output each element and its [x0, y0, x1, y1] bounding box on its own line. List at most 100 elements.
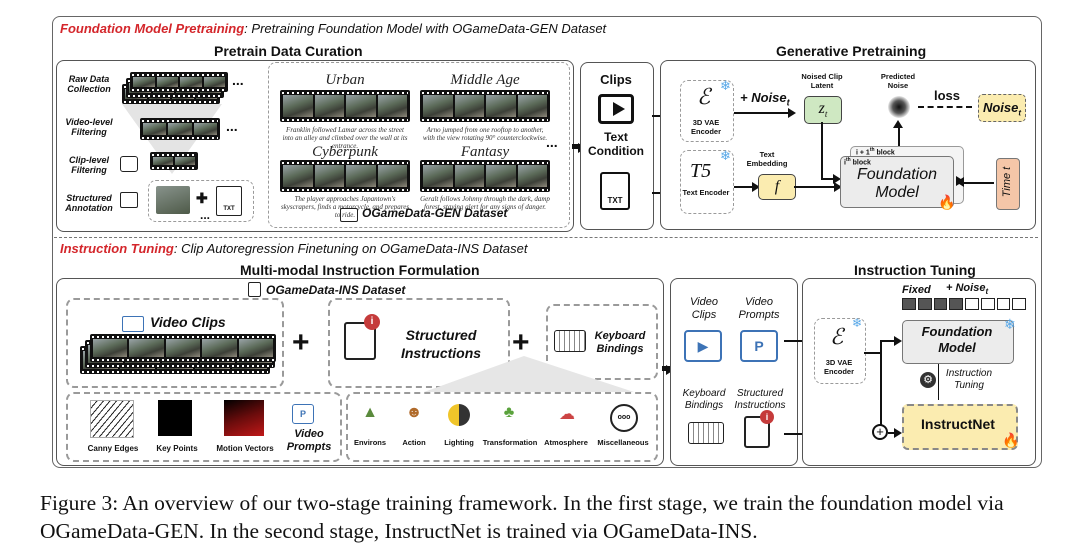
arrow: [734, 108, 796, 118]
stage1-title: Foundation Model Pretraining: Pretrainin…: [60, 21, 607, 36]
formulation-title: Multi-modal Instruction Formulation: [240, 262, 480, 278]
genre-middle-age-caption: Arno jumped from one rooftop to another,…: [422, 126, 548, 142]
clip-filter-icon: [120, 156, 138, 172]
ellipsis: ...: [546, 134, 558, 150]
foundation-model-label: Foundation Model: [856, 166, 938, 201]
video-clips-icon: [122, 316, 144, 332]
keyboard-icon: [554, 330, 586, 352]
loss-dashed-arrow: [918, 106, 972, 108]
info-icon: i: [760, 410, 774, 424]
curation-title: Pretrain Data Curation: [214, 43, 363, 59]
triangle-shade: [424, 356, 634, 392]
vae-symbol: ℰ: [697, 84, 711, 109]
vae-encoder-box: [680, 80, 734, 142]
video-clip-film: [90, 334, 276, 362]
mid-doc-icon: [744, 416, 770, 448]
genre-fantasy-film: [420, 160, 550, 192]
fire-icon: 🔥: [938, 194, 956, 210]
vae-label: 3D VAE Encoder: [690, 118, 721, 136]
raw-data-film: [130, 72, 228, 92]
loop-arrow: [938, 364, 939, 400]
mid-video-prompts: Video Prompts: [738, 296, 780, 321]
arrow: [880, 336, 902, 346]
instruction-types-box: [346, 392, 658, 462]
mid-structured: Structured Instructions: [734, 388, 786, 411]
ins-dataset-name: OGameData-INS Dataset: [266, 283, 406, 297]
genre-fantasy: Fantasy: [460, 144, 510, 160]
type-misc: Miscellaneous: [597, 438, 649, 447]
ellipsis: ...: [226, 118, 238, 134]
misc-icon: ooo: [610, 404, 638, 432]
text-condition-label: Text Condition: [588, 130, 644, 158]
pretrain-title: Generative Pretraining: [776, 43, 927, 59]
type-transformation: Transformation: [482, 438, 538, 447]
step-video-filter: Video-level Filtering: [65, 117, 113, 137]
ellipsis: ...: [232, 72, 244, 88]
dataset-icon: [248, 282, 261, 297]
ins-vae-label: 3D VAE Encoder: [823, 358, 854, 376]
plus-icon: +: [292, 326, 310, 359]
mid-keyboard-icon: [688, 422, 724, 444]
mid-video-icon: ▶: [684, 330, 722, 362]
t5-label: Text Encoder: [682, 188, 730, 197]
type-lighting: Lighting: [444, 438, 474, 447]
stage2-title: Instruction Tuning: Clip Autoregression …: [60, 241, 528, 256]
canny-edges-image: [90, 400, 134, 438]
info-icon: i: [364, 314, 380, 330]
time-label: Time t: [1001, 166, 1013, 198]
arrow: [794, 182, 842, 192]
plus-noise-label: + Noiset: [740, 90, 790, 108]
time-arrow: [964, 182, 994, 184]
video-prompt-icon: P: [292, 404, 314, 424]
type-atmosphere: Atmosphere: [544, 438, 588, 447]
zt-box: zt: [804, 96, 842, 124]
step-clip-filter: Clip-level Filtering: [68, 155, 109, 175]
type-environs: Environs: [353, 438, 387, 447]
ins-vae-symbol: ℰ: [830, 324, 844, 349]
noise-box: Noiset: [978, 94, 1026, 122]
ins-foundation-box: [902, 320, 1014, 364]
video-filter-film: [140, 118, 220, 140]
noised-latent-label: Noised Clip Latent: [801, 72, 843, 90]
transformation-icon: ♣: [503, 404, 515, 421]
video-dataset-icon: [340, 208, 358, 222]
latent-sequence: [902, 298, 1026, 310]
fm-block-i1-label: i + 1th block: [856, 147, 895, 157]
annotation-image: [156, 186, 190, 214]
ellipsis: ...: [200, 208, 211, 222]
up-arrow: [898, 124, 900, 146]
genre-urban-caption: Franklin followed Lamar across the stree…: [282, 126, 408, 150]
txt-icon-label: TXT: [607, 196, 623, 205]
condition-motion: Motion Vectors: [216, 444, 274, 453]
zt-down-line: [821, 122, 823, 178]
fm-block-i-label: ith block: [844, 157, 871, 167]
motion-vectors-image: [224, 400, 264, 436]
plus-icon: ✚: [196, 190, 208, 206]
figure-caption: Figure 3: An overview of our two-stage t…: [40, 491, 1004, 543]
t5-symbol: T5: [690, 160, 712, 182]
genre-urban: Urban: [325, 72, 365, 88]
genre-middle-age: Middle Age: [450, 72, 520, 88]
mid-prompt-icon: P: [740, 330, 778, 362]
play-icon: [598, 94, 634, 124]
t5-encoder-box: [680, 150, 734, 214]
instructnet-box: [902, 404, 1018, 450]
atmosphere-icon: ☁: [559, 406, 575, 423]
annotation-icon: [120, 192, 138, 208]
action-icon: ☻: [405, 404, 423, 421]
stage-divider: [54, 237, 1038, 238]
time-box: [996, 158, 1020, 210]
step-raw-data: Raw Data Collection: [67, 74, 111, 94]
gen-dataset-name: OGameData-GEN Dataset: [362, 206, 508, 220]
instruction-tuning-label: Instruction Tuning: [945, 368, 993, 391]
video-clips-label: Video Clips: [150, 314, 226, 330]
key-points-image: [158, 400, 192, 436]
snowflake-icon: ❄: [720, 78, 731, 93]
genre-cyberpunk-film: [280, 160, 410, 192]
genre-middle-age-film: [420, 90, 550, 122]
instructions-doc-icon: [344, 322, 376, 360]
txt-icon: TXT: [600, 172, 630, 210]
clips-label: Clips: [600, 72, 632, 87]
gear-icon: ⚙: [920, 372, 936, 388]
vae-to-fm-line: [864, 352, 880, 354]
